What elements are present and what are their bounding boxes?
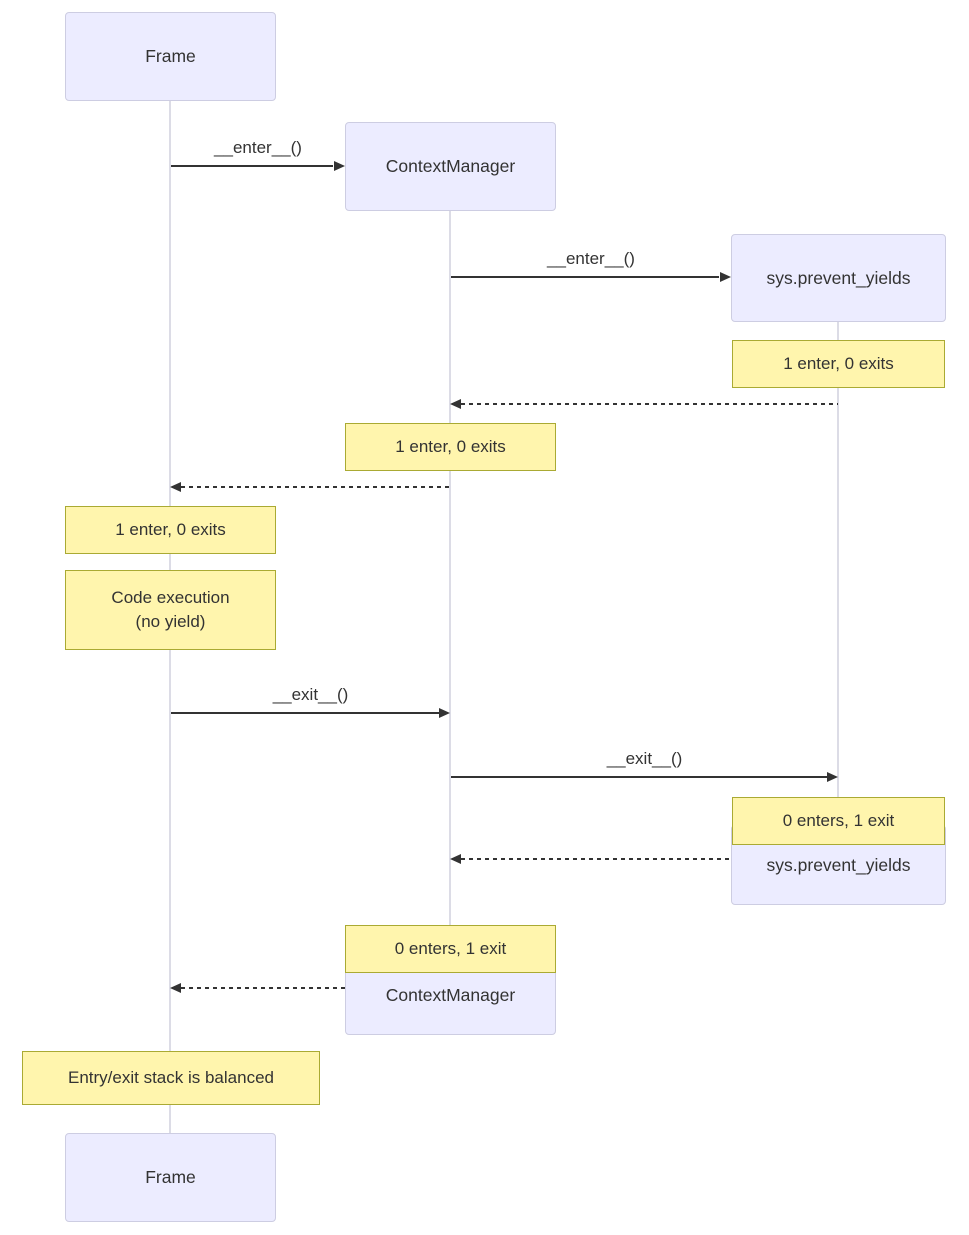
participant-label: ContextManager <box>385 984 516 1005</box>
participant-contextmanager-top: ContextManager <box>345 122 556 211</box>
message-label-exit-cm-to-sys: __exit__() <box>606 749 683 768</box>
arrowhead-left-icon <box>450 854 461 864</box>
participant-label: ContextManager <box>385 156 516 176</box>
message-line-exit-cm-to-sys <box>451 776 827 778</box>
return-line-cm-to-frame <box>181 486 450 488</box>
message-line-exit-frame-to-cm <box>171 712 439 714</box>
participant-sys-prevent-yields-top: sys.prevent_yields <box>731 234 946 322</box>
message-label-enter-frame-to-cm: __enter__() <box>214 138 302 157</box>
arrowhead-right-icon <box>334 161 345 171</box>
message-label-exit-frame-to-cm: __exit__() <box>272 685 349 704</box>
arrowhead-right-icon <box>827 772 838 782</box>
return-line-sys-to-cm <box>461 403 838 405</box>
note-cm-after-exit: 0 enters, 1 exit <box>345 925 556 973</box>
note-code-execution: Code execution (no yield) <box>65 570 276 650</box>
note-sys-after-enter: 1 enter, 0 exits <box>732 340 945 388</box>
message-line-enter-frame-to-cm <box>171 165 333 167</box>
lifeline-contextmanager <box>449 211 451 960</box>
arrowhead-left-icon <box>170 983 181 993</box>
arrowhead-left-icon <box>450 399 461 409</box>
arrowhead-left-icon <box>170 482 181 492</box>
note-cm-after-enter: 1 enter, 0 exits <box>345 423 556 471</box>
participant-label: sys.prevent_yields <box>766 267 911 288</box>
participant-frame-top: Frame <box>65 12 276 101</box>
message-line-enter-cm-to-sys <box>451 276 719 278</box>
participant-label: Frame <box>145 1167 196 1187</box>
message-label-enter-cm-to-sys: __enter__() <box>547 249 635 268</box>
return-line-sys-to-cm-exit <box>461 858 838 860</box>
participant-label: Frame <box>145 46 196 66</box>
note-sys-after-exit: 0 enters, 1 exit <box>732 797 945 845</box>
participant-frame-bottom: Frame <box>65 1133 276 1222</box>
note-frame-after-enter: 1 enter, 0 exits <box>65 506 276 554</box>
arrowhead-right-icon <box>720 272 731 282</box>
participant-label: sys.prevent_yields <box>766 854 911 875</box>
lifeline-sys-prevent-yields <box>837 322 839 830</box>
note-balanced: Entry/exit stack is balanced <box>22 1051 320 1105</box>
arrowhead-right-icon <box>439 708 450 718</box>
return-line-cm-to-frame-exit <box>181 987 450 989</box>
